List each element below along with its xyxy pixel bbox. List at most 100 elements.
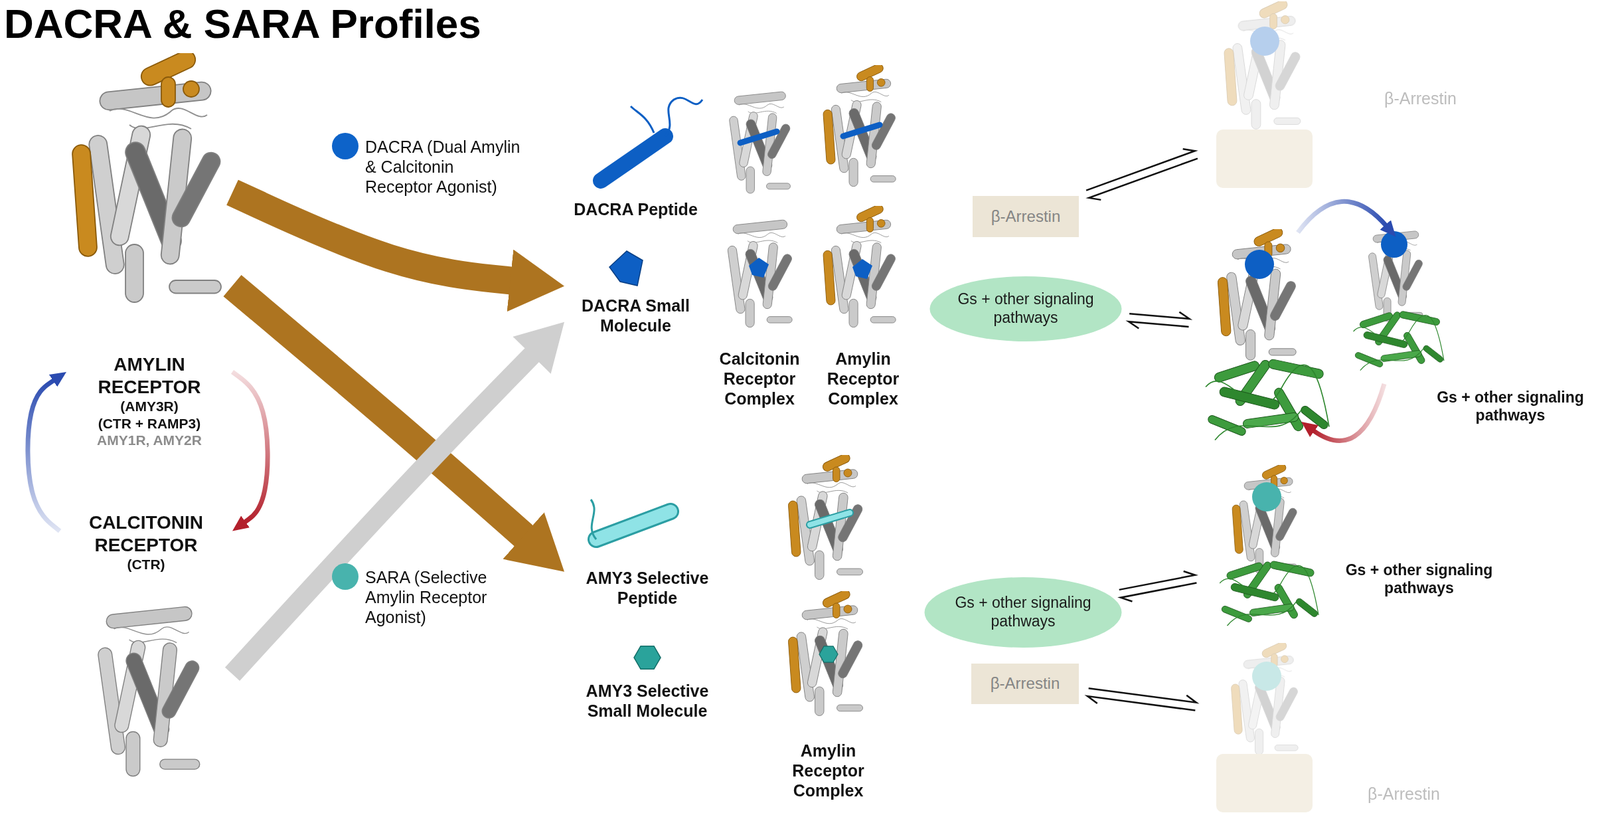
equilibrium-arrow xyxy=(1120,582,1197,602)
receptor-core xyxy=(97,606,202,777)
arrestin-state: β-Arrestin xyxy=(1204,640,1501,814)
ligand-dot xyxy=(1252,661,1282,691)
legend-item: SARA (Selective Amylin Receptor Agonist) xyxy=(331,562,522,627)
receptor-core xyxy=(1368,230,1425,321)
ramp3 xyxy=(1232,462,1288,554)
dacra-small-molecule-icon xyxy=(609,250,643,286)
receptor-core xyxy=(1238,655,1299,755)
complex-panel: Amylin Receptor Complex xyxy=(813,63,913,409)
node-label: Amylin Receptor Complex xyxy=(770,740,887,800)
ligand-dot xyxy=(1250,26,1280,56)
equilibrium-arrow xyxy=(1129,312,1190,319)
g-protein xyxy=(1205,358,1330,441)
legend-swatch xyxy=(331,562,359,590)
flow-arrow xyxy=(232,371,268,523)
bound-peptide xyxy=(809,512,850,525)
node-label: CALCITONIN RECEPTOR xyxy=(79,511,213,556)
connector xyxy=(27,379,60,531)
equilibrium-arrow xyxy=(1088,687,1197,703)
bound-small-molecule xyxy=(748,257,769,278)
receptor-panel: CALCITONIN RECEPTOR(CTR) xyxy=(59,511,233,791)
pathway-ellipse: Gs + other signaling pathways xyxy=(923,576,1123,648)
calcitonin-receptor-figure xyxy=(97,606,202,777)
dacra-peptide-icon xyxy=(600,97,703,181)
ligand-dot xyxy=(1252,481,1282,512)
receptor-core xyxy=(830,219,897,328)
sara-gs-figure xyxy=(1219,462,1319,626)
node-label: β-Arrestin xyxy=(990,673,1060,694)
complex-panel: Calcitonin Receptor Complex xyxy=(709,76,810,409)
node-label: Calcitonin Receptor Complex xyxy=(709,348,810,409)
receptor-core xyxy=(796,604,864,716)
node-label: AMY3 Selective Peptide xyxy=(564,567,731,608)
flow-arrow xyxy=(232,192,512,281)
node-label: (CTR) xyxy=(126,555,165,573)
node-label: DACRA Peptide xyxy=(573,199,698,220)
bound-peptide xyxy=(843,124,880,137)
flow-arrow xyxy=(27,379,60,531)
node-label: β-Arrestin xyxy=(991,207,1061,227)
bound-peptide xyxy=(740,131,777,143)
arrestin-state: β-Arrestin xyxy=(1204,3,1501,193)
peptide-tail xyxy=(630,97,703,137)
receptor-core xyxy=(726,219,793,328)
ligand-dot xyxy=(1380,231,1408,258)
node-label: β-Arrestin xyxy=(1384,88,1457,109)
equilibrium-arrow xyxy=(1128,321,1189,328)
arrestin-block xyxy=(1216,753,1313,812)
ramp3 xyxy=(788,452,852,557)
receptor-panel: AMYLIN RECEPTOR(AMY3R)(CTR + RAMP3)AMY1R… xyxy=(66,56,233,449)
amy3-small-molecule-icon xyxy=(634,645,661,670)
ligand-panel: AMY3 Selective Small Molecule xyxy=(564,634,731,721)
gs-complex-figures xyxy=(1205,201,1444,441)
node-label: AMYLIN RECEPTOR xyxy=(82,353,216,398)
connector xyxy=(232,192,512,281)
ligand-panel: DACRA Small Molecule xyxy=(564,245,708,336)
ramp3 xyxy=(1230,640,1288,734)
ramp3 xyxy=(1224,0,1290,106)
faded-arrestin-figure xyxy=(1216,640,1313,812)
connector xyxy=(232,371,268,523)
g-protein xyxy=(1219,560,1319,626)
node-label: Amylin Receptor Complex xyxy=(813,348,913,409)
ellipse-shape xyxy=(929,276,1122,342)
connector xyxy=(1119,570,1198,601)
receptor-core xyxy=(1226,243,1298,360)
connector xyxy=(1087,687,1197,710)
equilibrium-arrow xyxy=(1119,570,1196,590)
node-label: Gs + other signaling pathways xyxy=(1331,560,1508,598)
receptor-core xyxy=(796,468,864,579)
ramp3 xyxy=(823,62,885,164)
ramp3 xyxy=(1217,226,1285,337)
receptor-core xyxy=(830,79,897,187)
amylin-receptor-figure xyxy=(71,47,224,303)
amy3-peptide-icon xyxy=(590,499,671,540)
node-label: (AMY3R) xyxy=(120,397,179,415)
faded-arrestin-figure xyxy=(1216,0,1313,188)
peptide-helix xyxy=(596,511,671,540)
ellipse-shape xyxy=(924,576,1122,648)
title-box: DACRA & SARA Profiles xyxy=(3,0,482,48)
amylin-complex-figures xyxy=(823,62,897,328)
gs-state: Gs + other signaling pathways xyxy=(1204,461,1508,635)
complex-panel: Amylin Receptor Complex xyxy=(770,451,887,800)
legend-label: DACRA (Dual Amylin & Calcitonin Receptor… xyxy=(365,136,522,197)
peptide-helix xyxy=(600,136,666,181)
arrestin-box: β-Arrestin xyxy=(972,195,1079,238)
amylin-complex-figures xyxy=(788,452,864,716)
ramp3 xyxy=(823,203,885,305)
calcitonin-complex-figures xyxy=(726,91,793,328)
node-label: AMY1R, AMY2R xyxy=(96,431,202,449)
equilibrium-arrow xyxy=(1086,148,1196,190)
ramp3 xyxy=(71,47,200,257)
equilibrium-arrow xyxy=(1087,695,1196,711)
node-label: Gs + other signaling pathways xyxy=(952,593,1095,631)
bound-small-molecule xyxy=(852,258,873,279)
gs-state: Gs + other signaling pathways xyxy=(1198,222,1594,459)
receptor-core xyxy=(88,80,224,303)
equilibrium-arrow xyxy=(1088,158,1198,200)
legend-label: SARA (Selective Amylin Receptor Agonist) xyxy=(365,566,522,627)
